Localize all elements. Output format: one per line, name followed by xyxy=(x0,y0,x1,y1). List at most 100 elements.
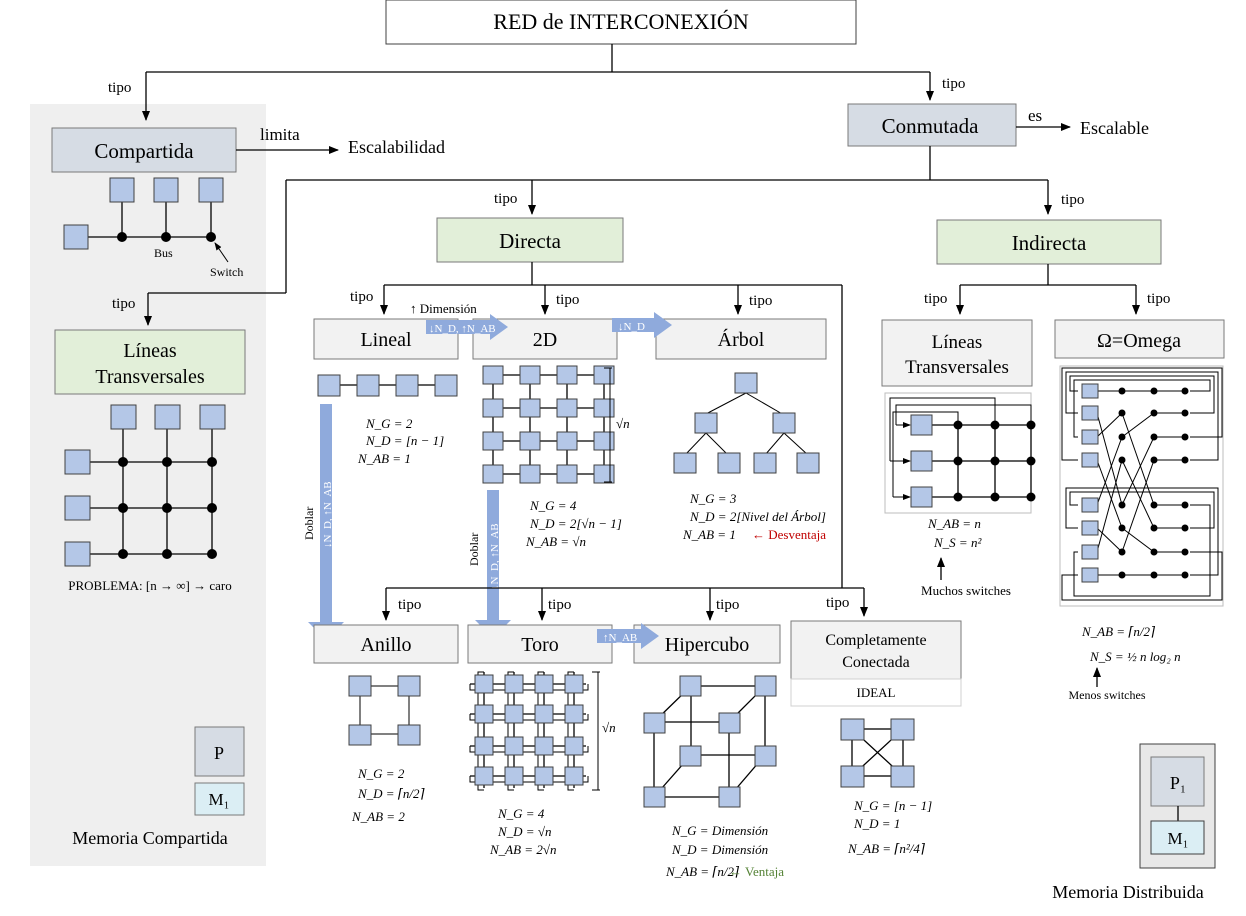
omega-switch xyxy=(1181,456,1189,464)
edge-label-tipo: tipo xyxy=(716,597,739,613)
edge-label-tipo: tipo xyxy=(108,80,131,96)
omega-switch xyxy=(1181,433,1189,441)
shared-m-label: M₁ xyxy=(208,790,229,809)
omega-switch xyxy=(1150,456,1158,464)
bus-label: Bus xyxy=(154,246,173,260)
edge-label-tipo: tipo xyxy=(398,597,421,613)
torus-node xyxy=(564,766,584,786)
lineal-nab: N_AB = 1 xyxy=(357,451,411,466)
lineal-label: Lineal xyxy=(360,329,412,351)
lineal-to-2d-arrow xyxy=(426,314,508,340)
mesh-node xyxy=(593,431,615,451)
omega-switch xyxy=(1181,524,1189,532)
completa-ng: N_G = [n − 1] xyxy=(853,798,932,813)
arbol-box xyxy=(655,318,827,360)
edge-label-tipo: tipo xyxy=(1061,192,1084,208)
hipercubo-label: Hipercubo xyxy=(665,634,749,656)
lineal-nd: N_D = [n − 1] xyxy=(365,433,444,448)
mesh-node xyxy=(556,431,578,451)
omega-switch xyxy=(1150,524,1158,532)
torus-node xyxy=(534,704,554,724)
menos-switches: Menos switches xyxy=(1069,688,1146,702)
ring-network xyxy=(348,675,421,746)
hypercube-network xyxy=(643,675,777,808)
escalabilidad-label: Escalabilidad xyxy=(348,137,445,157)
crossbar-right xyxy=(884,392,1036,514)
doblar-label: Doblar xyxy=(302,507,316,540)
edge-label-tipo: tipo xyxy=(826,595,849,611)
omega-switch xyxy=(1181,409,1189,417)
omega-nab: N_AB = ⌈n/2⌉ xyxy=(1081,624,1156,639)
twod-label: 2D xyxy=(533,329,557,351)
problema-text: PROBLEMA: [n → ∞] → caro xyxy=(68,578,231,593)
lineas-left-label-2: Transversales xyxy=(95,366,204,388)
hipercubo-ng: N_G = Dimensión xyxy=(671,823,768,838)
lineas-right-label-2: Transversales xyxy=(905,357,1009,378)
omega-switch xyxy=(1150,548,1158,556)
lineas-left-label-1: Líneas xyxy=(123,340,177,362)
dist-p-label: P₁ xyxy=(1170,773,1186,793)
toro-label: Toro xyxy=(521,634,558,656)
arbol-nab: N_AB = 1 xyxy=(682,527,736,542)
doblar-sub-label: ↓N_D, ↑N_AB xyxy=(489,523,501,590)
toro-ng: N_G = 4 xyxy=(497,806,545,821)
lineas-left-box xyxy=(54,329,246,395)
omega-switch xyxy=(1118,433,1126,441)
omega-node xyxy=(1081,567,1099,583)
mesh-node xyxy=(519,365,541,385)
linear-network xyxy=(317,374,458,397)
shared-m-box xyxy=(194,782,245,816)
lineas-right-ns: N_S = n² xyxy=(933,535,982,550)
switch-label: Switch xyxy=(210,265,243,279)
omega-switch xyxy=(1118,501,1126,509)
mesh-node xyxy=(519,464,541,484)
conmutada-label: Conmutada xyxy=(882,114,979,138)
mesh-2d-network xyxy=(482,365,615,484)
twod-nd: N_D = 2[√n − 1] xyxy=(529,516,622,531)
toro-sqrt-label: √n xyxy=(602,720,616,735)
bus-diagram xyxy=(63,177,229,263)
fully-connected-network xyxy=(840,718,915,788)
twod-ng: N_G = 4 xyxy=(529,498,577,513)
omega-switch xyxy=(1118,571,1126,579)
mesh-node xyxy=(519,431,541,451)
lineal-to-2d-label: ↓N_D, ↑N_AB xyxy=(429,323,496,335)
dist-m-box xyxy=(1150,820,1205,855)
torus-node xyxy=(534,736,554,756)
mesh-node xyxy=(556,365,578,385)
mesh-node xyxy=(482,398,504,418)
conmutada-box xyxy=(847,103,1017,147)
shared-p-label: P xyxy=(214,743,224,763)
hipercubo-nab: N_AB = ⌈n/2⌉ xyxy=(665,864,740,879)
doblar-arrow-2d xyxy=(475,490,511,638)
omega-switch xyxy=(1118,409,1126,417)
edge-label-tipo: tipo xyxy=(556,292,579,308)
doblar-arrow-lineal xyxy=(308,404,344,640)
doblar-label: Doblar xyxy=(467,533,481,566)
omega-switch xyxy=(1181,548,1189,556)
hipercubo-box xyxy=(633,624,781,664)
torus-node xyxy=(564,704,584,724)
hipercubo-nd: N_D = Dimensión xyxy=(671,842,768,857)
dist-p-box xyxy=(1150,756,1205,807)
anillo-box xyxy=(313,624,459,664)
edge-label-tipo: tipo xyxy=(548,597,571,613)
anillo-label: Anillo xyxy=(360,634,411,656)
toro-nab: N_AB = 2√n xyxy=(489,842,556,857)
edge-label-tipo: tipo xyxy=(749,293,772,309)
toro-to-hiper-label: ↑N_AB xyxy=(603,632,637,644)
torus-node xyxy=(474,766,494,786)
lineas-right-box xyxy=(881,319,1033,387)
omega-ns: N_S = ½ n log₂ n xyxy=(1089,649,1181,664)
anillo-ng: N_G = 2 xyxy=(357,766,405,781)
edge-label-limita: limita xyxy=(260,125,300,144)
edge-label-tipo: tipo xyxy=(1147,291,1170,307)
directa-box xyxy=(436,217,624,263)
page-title: RED de INTERCONEXIÓN xyxy=(493,9,749,34)
mesh-node xyxy=(593,398,615,418)
mesh-node xyxy=(556,464,578,484)
twod-to-arbol-arrow xyxy=(612,312,672,338)
torus-node xyxy=(474,736,494,756)
omega-switch xyxy=(1181,501,1189,509)
